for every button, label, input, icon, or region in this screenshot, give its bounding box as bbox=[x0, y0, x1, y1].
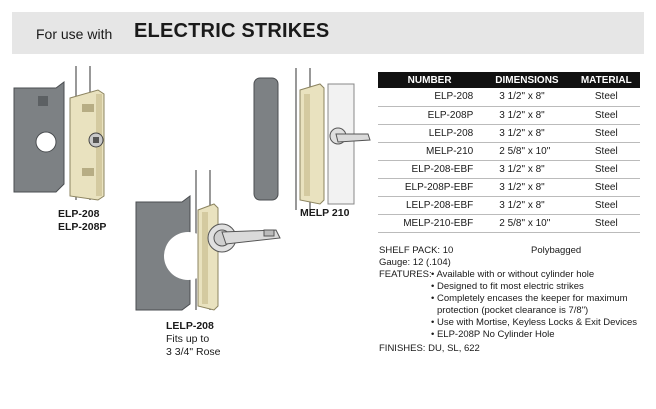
lelp-208-illustration bbox=[135, 170, 281, 311]
melp-210-illustration bbox=[253, 68, 371, 210]
features-label: FEATURES: bbox=[379, 269, 432, 280]
page-header: For use with ELECTRIC STRIKES bbox=[12, 12, 644, 54]
finishes: FINISHES: DU, SL, 622 bbox=[379, 343, 480, 354]
gauge: Gauge: 12 (.104) bbox=[379, 257, 451, 268]
shelf-pack: SHELF PACK: 10 bbox=[379, 245, 454, 256]
features-first-row: FEATURES: • Available with or without cy… bbox=[379, 269, 649, 281]
header-title: ELECTRIC STRIKES bbox=[134, 20, 330, 42]
feature-item: • ELP-208P No Cylinder Hole bbox=[431, 329, 555, 340]
feature-item: protection (pocket clearance is 7/8") bbox=[437, 305, 589, 316]
table-header-row: NUMBER DIMENSIONS MATERIAL bbox=[378, 72, 640, 88]
feature-item: • Designed to fit most electric strikes bbox=[431, 281, 584, 292]
product-illustrations bbox=[13, 66, 371, 311]
header-prefix: For use with bbox=[36, 26, 113, 42]
column-header-dimensions: DIMENSIONS bbox=[481, 72, 573, 88]
caption-melp-210: MELP 210 bbox=[300, 207, 350, 219]
caption-lelp-208: LELP-208 Fits up to 3 3/4" Rose bbox=[166, 320, 221, 358]
elp-208-illustration bbox=[13, 66, 105, 201]
feature-item: • Use with Mortise, Keyless Locks & Exit… bbox=[431, 317, 638, 328]
shelf-pack-row: SHELF PACK: 10 Polybagged bbox=[379, 245, 649, 257]
column-header-number: NUMBER bbox=[378, 72, 482, 88]
caption-elp-208: ELP-208 ELP-208P bbox=[58, 208, 107, 233]
feature-item: • Completely encases the keeper for maxi… bbox=[431, 293, 628, 304]
packaging: Polybagged bbox=[531, 245, 582, 256]
feature-item: • Available with or without cylinder hol… bbox=[431, 269, 595, 280]
column-header-material: MATERIAL bbox=[572, 72, 640, 88]
product-details: SHELF PACK: 10 Polybagged Gauge: 12 (.10… bbox=[379, 245, 649, 355]
